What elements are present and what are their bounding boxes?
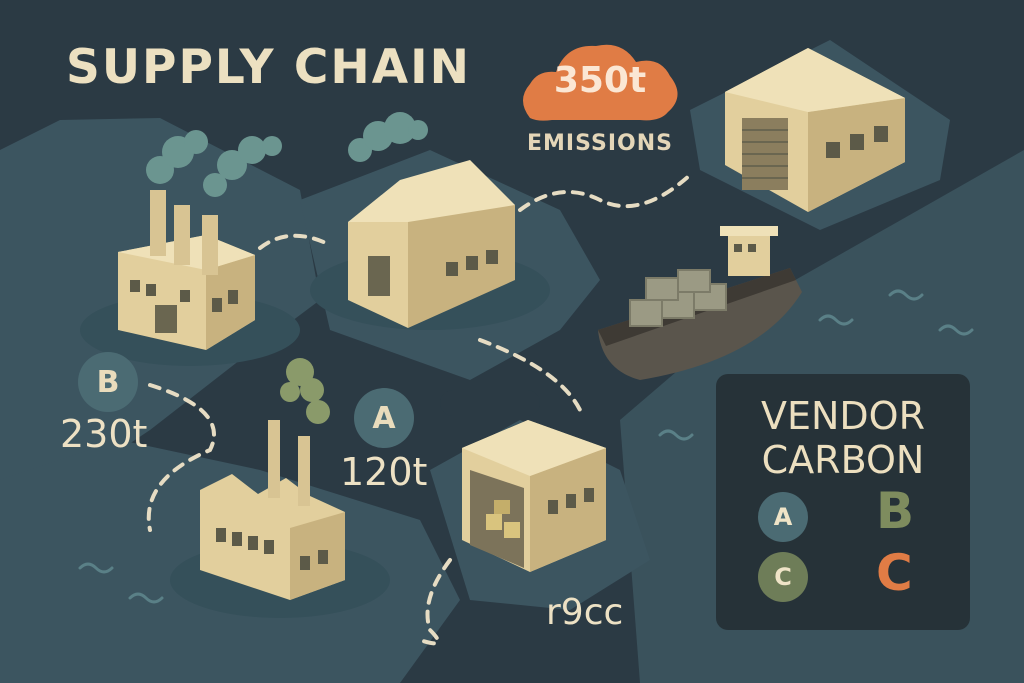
marker-badge-b: B: [78, 352, 138, 412]
legend-chip-a: A: [758, 492, 808, 542]
route-factory-to-warehouse: [258, 233, 332, 250]
route-storage-to-bottom: [418, 558, 452, 646]
route-warehouse-to-depot: [518, 173, 692, 212]
marker-amount-b: 230t: [60, 412, 148, 456]
lake: [440, 390, 540, 416]
route-lines: [146, 173, 692, 646]
emissions-value: 350t: [553, 60, 647, 101]
marker-badge-a: A: [354, 388, 414, 448]
route-b-to-factory: [146, 383, 216, 532]
warehouse-center: [310, 160, 550, 330]
garbled-label: r9cc: [546, 592, 624, 633]
legend-letter-c: C: [876, 544, 913, 602]
factory-top-left: [80, 190, 300, 366]
vendor-carbon-legend: VENDOR CARBON A B C C: [716, 374, 970, 630]
emissions-cloud: [523, 44, 678, 121]
legend-title-line1: VENDOR: [760, 394, 925, 438]
legend-letter-b: B: [876, 482, 915, 540]
smoke-factory-bottom: [280, 358, 330, 424]
storage-shed: [462, 420, 606, 572]
smoke-factory-top-left: [146, 130, 282, 197]
wave-marks: [78, 289, 974, 604]
emissions-label: EMISSIONS: [527, 131, 673, 156]
legend-chip-c: C: [758, 552, 808, 602]
legend-title-line2: CARBON: [761, 438, 925, 482]
marker-amount-a: 120t: [340, 450, 428, 494]
depot-top-right: [725, 48, 905, 212]
smoke-warehouse-center: [348, 112, 428, 162]
route-warehouse-to-storage: [478, 338, 582, 412]
factory-bottom: [170, 420, 390, 618]
page-title: SUPPLY CHAIN: [66, 40, 471, 95]
cargo-ship: [598, 226, 802, 380]
